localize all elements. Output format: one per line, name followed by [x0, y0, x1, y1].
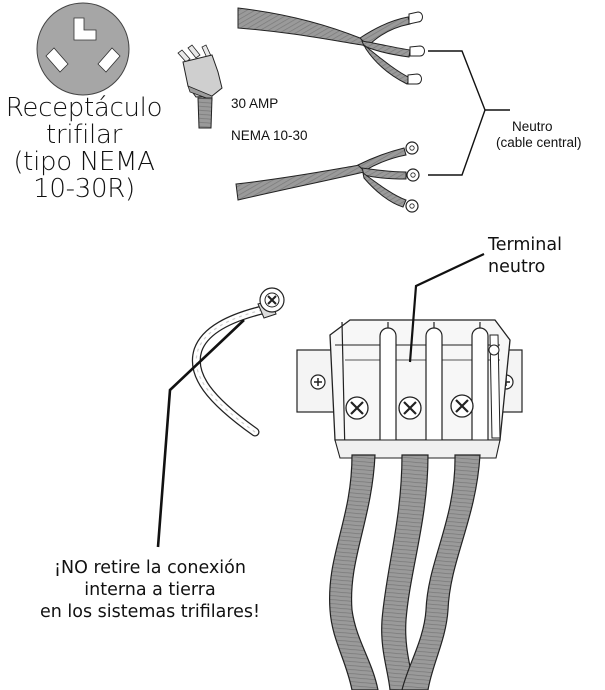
plug-label: 30 AMP NEMA 10-30 [231, 80, 308, 144]
lower-cable [236, 142, 419, 212]
receptacle-icon [37, 3, 129, 95]
neutral-bracket [428, 51, 510, 175]
ground-wire [196, 288, 284, 432]
plug-amp-label: 30 AMP [231, 96, 278, 111]
upper-cable [238, 8, 425, 84]
neutral-title: Neutro [512, 119, 553, 134]
block-wires [330, 455, 480, 690]
ground-warning-label: ¡NO retire la conexión interna a tierra … [10, 557, 290, 623]
neutral-subtitle: (cable central) [496, 135, 605, 151]
terminal-block [297, 320, 522, 458]
neutral-label: Neutro (cable central) [512, 103, 605, 167]
receptacle-label: Receptáculo trifilar (tipo NEMA 10-30R) [0, 95, 168, 203]
terminal-neutral-label: Terminal neutro [488, 234, 562, 278]
plug-nema-label: NEMA 10-30 [231, 128, 308, 143]
plug-icon [178, 45, 222, 128]
